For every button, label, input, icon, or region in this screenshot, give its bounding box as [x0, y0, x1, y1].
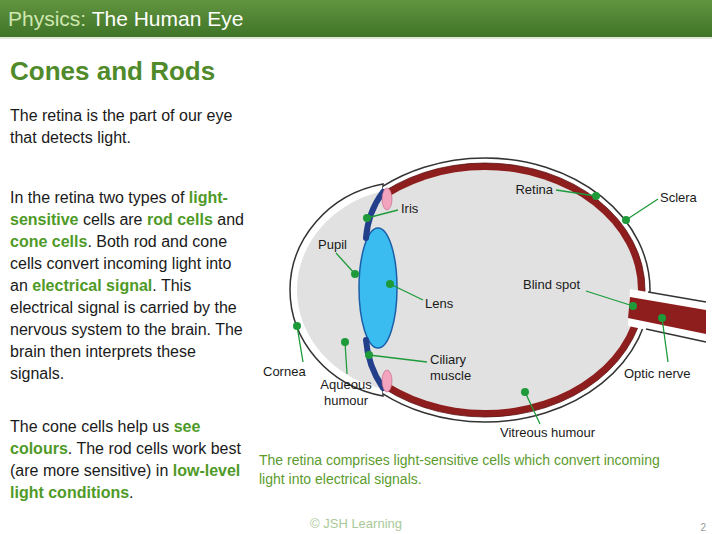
slide-title: Cones and Rods — [10, 56, 215, 87]
header-subject: Physics: — [8, 7, 86, 30]
leader-dot — [365, 351, 373, 359]
leader-line — [336, 253, 355, 274]
figure-caption: The retina comprises light-sensitive cel… — [259, 451, 679, 489]
body-text: . — [129, 484, 133, 501]
part-label: Ciliary muscle — [430, 352, 485, 384]
leader-dot — [341, 338, 349, 346]
copyright-note: © JSH Learning — [310, 516, 402, 532]
optic-nerve-edge — [646, 329, 706, 342]
part-label: Iris — [401, 201, 418, 217]
part-label: Cornea — [263, 364, 306, 380]
optic-nerve-core — [628, 297, 706, 334]
leader-line — [626, 199, 658, 220]
retina — [383, 163, 645, 417]
ciliary-muscle — [382, 188, 392, 210]
part-label: Blind spot — [523, 277, 580, 293]
leader-lines — [297, 190, 668, 424]
leader-line — [586, 291, 633, 306]
vitreous-humour — [383, 170, 638, 410]
paragraph: The retina is the part of our eye that d… — [10, 105, 244, 149]
page-number: 2 — [700, 520, 706, 534]
leader-line — [297, 326, 303, 362]
leader-line — [556, 190, 596, 196]
highlight-term: electrical signal — [32, 277, 152, 294]
body-text: cells are — [83, 211, 143, 228]
part-label: Optic nerve — [624, 366, 690, 382]
leader-dot — [293, 322, 301, 330]
highlight-term: rod cells — [147, 211, 213, 228]
lens — [359, 228, 397, 348]
body-text: and — [217, 211, 244, 228]
leader-dots — [293, 192, 666, 396]
body-text: In the retina two types of — [10, 189, 184, 206]
leader-dot — [386, 280, 394, 288]
part-label: Pupil — [318, 237, 347, 253]
leader-line — [525, 392, 540, 424]
part-label: Sclera — [660, 190, 697, 206]
part-label: Lens — [425, 296, 453, 312]
highlight-term: cone cells — [10, 233, 87, 250]
part-label: Retina — [515, 182, 553, 198]
leader-line — [369, 355, 427, 362]
leader-line — [367, 210, 398, 218]
leader-dot — [658, 314, 666, 322]
leader-dot — [592, 192, 600, 200]
optic-nerve-edge — [648, 292, 706, 302]
leader-dot — [363, 214, 371, 222]
leader-dot — [521, 388, 529, 396]
paragraph: The cone cells help us see colours. The … — [10, 416, 244, 504]
optic-nerve-sheath — [628, 289, 706, 342]
leader-dot — [629, 302, 637, 310]
header-topic: The Human Eye — [92, 7, 244, 30]
leader-dot — [622, 216, 630, 224]
leader-line — [662, 318, 668, 362]
paragraph: In the retina two types of light-sensiti… — [10, 187, 244, 385]
sclera — [383, 158, 650, 422]
body-text: The cone cells help us — [10, 418, 169, 435]
header-text: Physics: The Human Eye — [8, 6, 243, 31]
part-label: Aqueous humour — [310, 377, 382, 409]
body-text: The retina is the part of our eye that d… — [10, 107, 232, 146]
leader-dot — [351, 270, 359, 278]
leader-line — [345, 342, 347, 374]
leader-line — [390, 284, 423, 300]
eyeball — [383, 158, 650, 422]
ciliary-muscle — [382, 370, 392, 392]
part-label: Vitreous humour — [500, 425, 595, 441]
